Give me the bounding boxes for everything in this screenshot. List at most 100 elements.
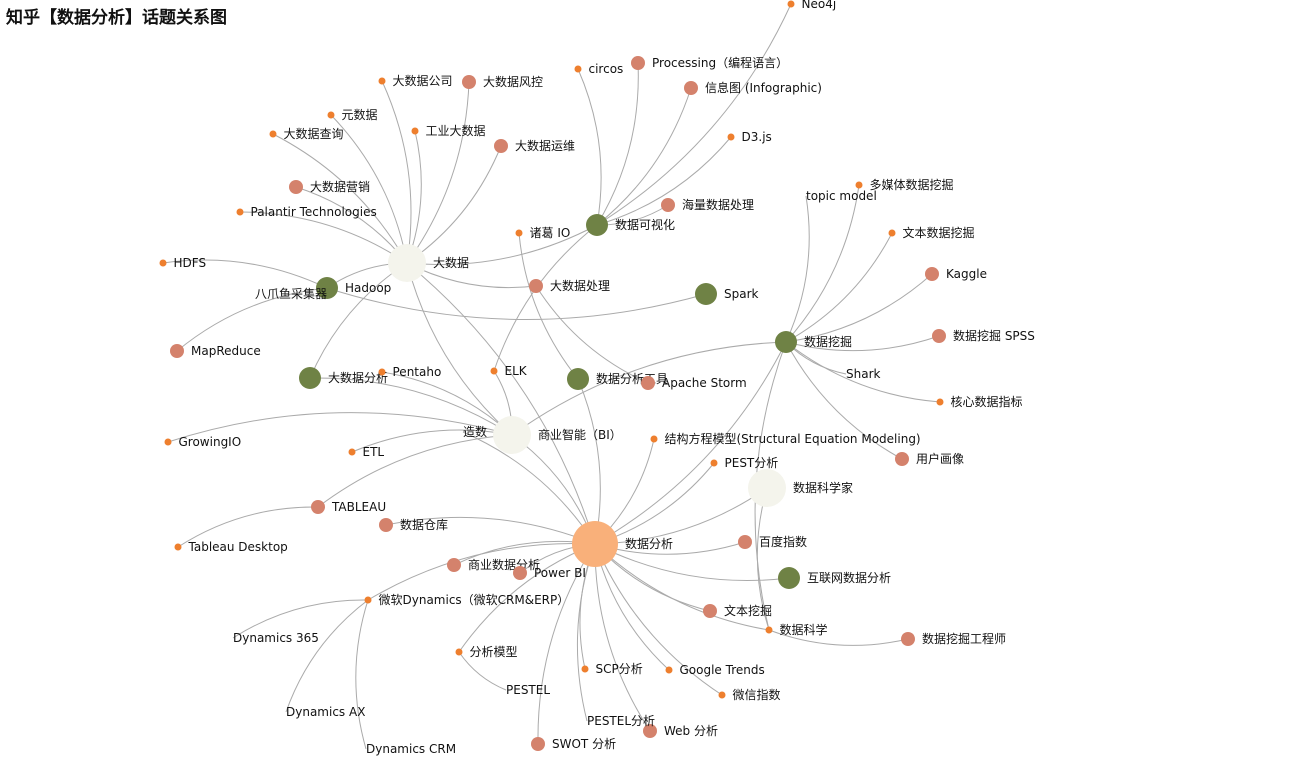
node-bi[interactable]: 商业智能（BI） — [493, 416, 622, 454]
node-circle[interactable] — [388, 244, 426, 282]
node-circle[interactable] — [170, 344, 184, 358]
node-circle[interactable] — [643, 724, 657, 738]
node-circle[interactable] — [494, 139, 508, 153]
node-infographic[interactable]: 信息图 (Infographic) — [684, 80, 822, 95]
node-circle[interactable] — [641, 376, 655, 390]
node-bigdata-marketing[interactable]: 大数据营销 — [289, 179, 370, 194]
node-circle[interactable] — [567, 368, 589, 390]
node-d3js[interactable]: D3.js — [727, 130, 772, 144]
node-processing[interactable]: Processing（编程语言） — [631, 55, 788, 70]
node-circle[interactable] — [855, 181, 863, 189]
node-bigdata-processing[interactable]: 大数据处理 — [529, 278, 610, 293]
node-analysis-model[interactable]: 分析模型 — [455, 645, 518, 659]
node-circle[interactable] — [174, 543, 182, 551]
node-circle[interactable] — [348, 448, 356, 456]
node-bigdata-query[interactable]: 大数据查询 — [269, 126, 344, 141]
node-circle[interactable] — [665, 666, 673, 674]
node-circle[interactable] — [572, 521, 618, 567]
node-data-warehouse[interactable]: 数据仓库 — [379, 517, 448, 532]
node-circle[interactable] — [269, 130, 277, 138]
node-data-analysis[interactable]: 数据分析 — [572, 521, 673, 567]
node-circle[interactable] — [703, 604, 717, 618]
node-circle[interactable] — [765, 626, 773, 634]
node-internet-analysis[interactable]: 互联网数据分析 — [778, 567, 891, 589]
node-spark[interactable]: Spark — [695, 283, 759, 305]
node-circle[interactable] — [888, 229, 896, 237]
node-hadoop[interactable]: Hadoop — [316, 277, 391, 299]
node-circle[interactable] — [787, 0, 795, 8]
node-circle[interactable] — [455, 648, 463, 656]
node-circle[interactable] — [650, 435, 658, 443]
node-circle[interactable] — [164, 438, 172, 446]
node-power-bi[interactable]: Power BI — [513, 566, 586, 580]
node-kaggle[interactable]: Kaggle — [925, 267, 987, 281]
node-circle[interactable] — [581, 665, 589, 673]
node-circle[interactable] — [379, 518, 393, 532]
node-spss[interactable]: 数据挖掘 SPSS — [932, 328, 1035, 343]
node-tableau-desktop[interactable]: Tableau Desktop — [174, 540, 288, 554]
node-tableau[interactable]: TABLEAU — [311, 500, 386, 514]
node-circle[interactable] — [411, 127, 419, 135]
node-circle[interactable] — [778, 567, 800, 589]
node-bigdata-ops[interactable]: 大数据运维 — [494, 138, 575, 153]
node-circle[interactable] — [695, 283, 717, 305]
node-circle[interactable] — [515, 229, 523, 237]
node-visualization[interactable]: 数据可视化 — [586, 214, 675, 236]
node-circle[interactable] — [574, 65, 582, 73]
node-circle[interactable] — [462, 75, 476, 89]
node-circle[interactable] — [316, 277, 338, 299]
node-pentaho[interactable]: Pentaho — [378, 365, 442, 379]
node-user-profile[interactable]: 用户画像 — [895, 451, 964, 466]
node-circle[interactable] — [236, 208, 244, 216]
node-growingio[interactable]: GrowingIO — [164, 435, 242, 449]
node-circle[interactable] — [925, 267, 939, 281]
node-baidu-index[interactable]: 百度指数 — [738, 534, 807, 549]
node-elk[interactable]: ELK — [490, 364, 528, 378]
node-circle[interactable] — [895, 452, 909, 466]
node-neo4j[interactable]: Neo4j — [787, 0, 837, 11]
node-apache-storm[interactable]: Apache Storm — [641, 376, 747, 390]
node-massive-data[interactable]: 海量数据处理 — [661, 197, 754, 212]
node-circle[interactable] — [159, 259, 167, 267]
node-scp-analysis[interactable]: SCP分析 — [581, 662, 643, 676]
node-sem[interactable]: 结构方程模型(Structural Equation Modeling) — [650, 431, 921, 446]
node-bigdata-risk[interactable]: 大数据风控 — [462, 74, 543, 89]
node-mapreduce[interactable]: MapReduce — [170, 344, 261, 358]
node-circle[interactable] — [932, 329, 946, 343]
node-circle[interactable] — [586, 214, 608, 236]
node-shark[interactable]: Shark — [846, 367, 881, 381]
node-circle[interactable] — [513, 566, 527, 580]
node-circle[interactable] — [531, 737, 545, 751]
node-pestel-analysis[interactable]: PESTEL分析 — [587, 714, 655, 728]
node-circle[interactable] — [710, 459, 718, 467]
node-multimedia-mining[interactable]: 多媒体数据挖掘 — [855, 177, 954, 192]
node-data-science[interactable]: 数据科学 — [765, 622, 828, 637]
node-circle[interactable] — [718, 691, 726, 699]
node-text-mining[interactable]: 文本挖掘 — [703, 603, 772, 618]
node-swot[interactable]: SWOT 分析 — [531, 737, 616, 751]
node-pestel[interactable]: PESTEL — [506, 683, 550, 697]
node-data-mining[interactable]: 数据挖掘 — [775, 331, 852, 353]
node-circle[interactable] — [727, 133, 735, 141]
node-zhuge-io[interactable]: 诸葛 IO — [515, 226, 571, 240]
node-circle[interactable] — [738, 535, 752, 549]
node-text-data-mining[interactable]: 文本数据挖掘 — [888, 225, 975, 240]
node-dynamics-365[interactable]: Dynamics 365 — [233, 631, 319, 645]
node-hdfs[interactable]: HDFS — [159, 256, 207, 270]
node-bigdata-company[interactable]: 大数据公司 — [378, 73, 453, 88]
node-circle[interactable] — [936, 398, 944, 406]
node-circle[interactable] — [299, 367, 321, 389]
node-circle[interactable] — [447, 558, 461, 572]
node-circle[interactable] — [493, 416, 531, 454]
node-circle[interactable] — [364, 596, 372, 604]
node-industrial-bigdata[interactable]: 工业大数据 — [411, 123, 486, 138]
node-web-analysis[interactable]: Web 分析 — [643, 724, 718, 738]
node-dynamics-crm[interactable]: Dynamics CRM — [366, 742, 456, 756]
node-circle[interactable] — [378, 368, 386, 376]
node-palantir[interactable]: Palantir Technologies — [236, 205, 377, 219]
node-zaoshu[interactable]: 造数 — [463, 424, 487, 439]
node-circle[interactable] — [327, 111, 335, 119]
node-wechat-index[interactable]: 微信指数 — [718, 687, 781, 702]
node-circle[interactable] — [631, 56, 645, 70]
